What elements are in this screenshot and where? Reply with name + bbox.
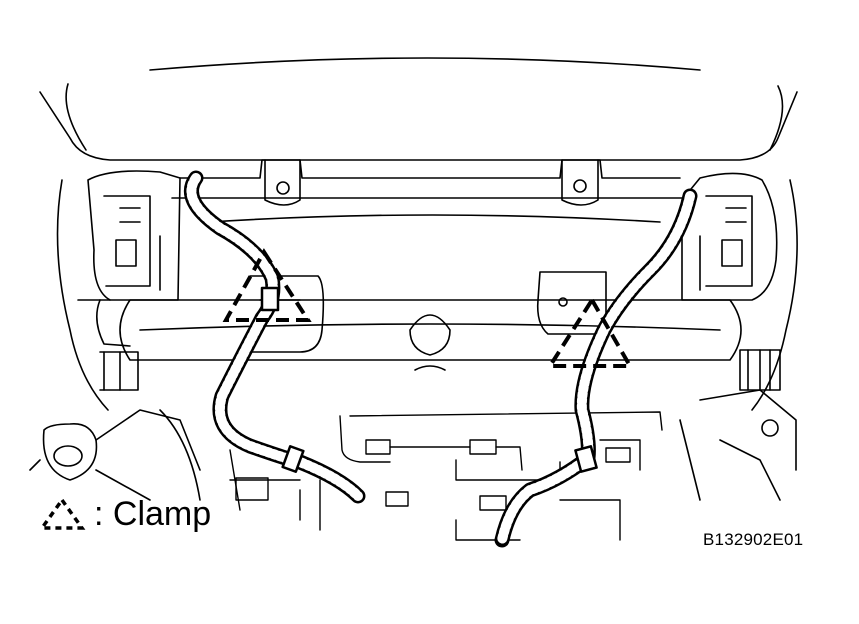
seat-cushion [39,57,798,161]
clamp-marker-left [222,248,312,322]
cross-tube [119,299,742,371]
right-seat-rail [681,172,798,411]
legend: : Clamp [36,494,211,534]
lower-left-hardware [29,409,201,501]
wire-harness-right [494,188,698,548]
figure-code: B132902E01 [703,530,804,549]
seat-frame-panel [159,159,701,291]
dashed-triangle-clamp-icon [38,496,86,530]
lower-right-hardware [679,389,797,501]
wire-harness-left [184,170,366,504]
legend-label: : Clamp [94,495,212,533]
under-harness [229,411,663,541]
left-seat-rail [56,170,181,411]
right-bracket-plate [536,271,607,335]
